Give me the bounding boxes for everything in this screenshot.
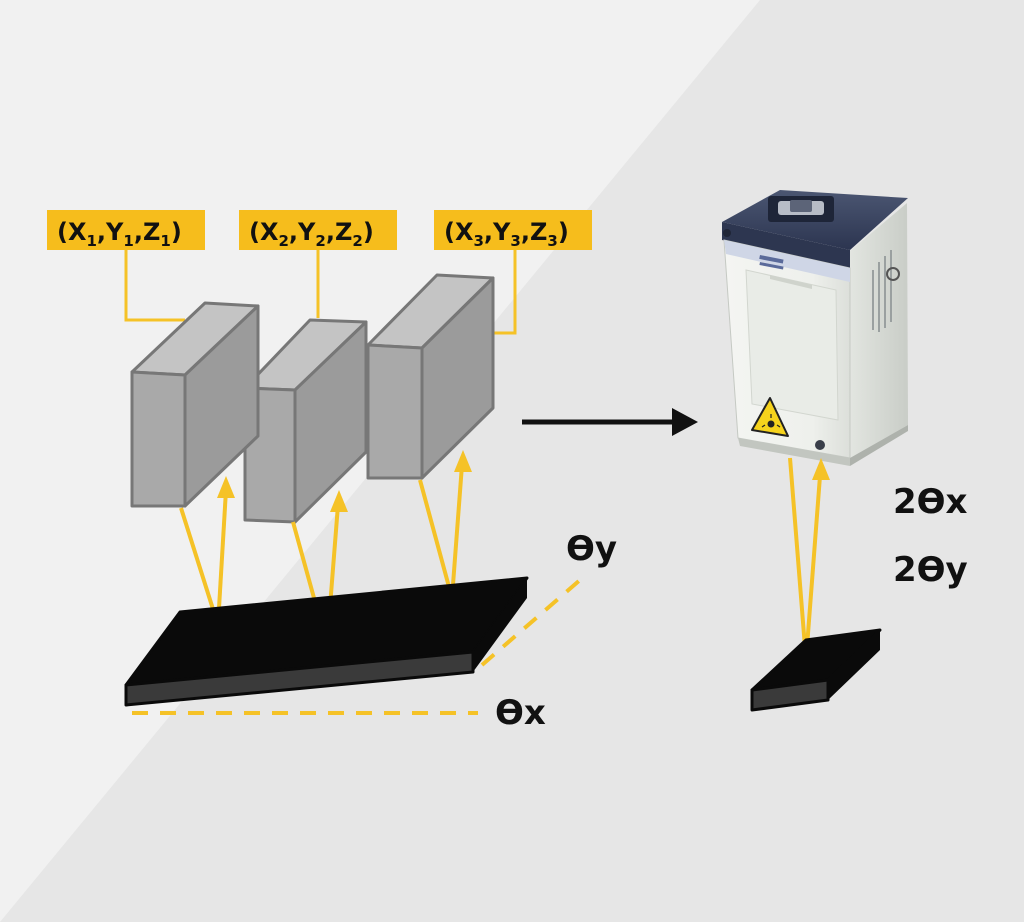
coord-label-2-open: (X xyxy=(249,218,279,246)
laser-warning-icon xyxy=(751,397,789,437)
beam-right-out xyxy=(788,457,808,661)
coord-label-2-z: ,Z xyxy=(326,218,353,246)
coord-label-3: (X3,Y3,Z3) xyxy=(434,210,592,250)
beam-1-arrowhead xyxy=(217,476,235,498)
coord-label-1-y-sub: 1 xyxy=(123,232,133,250)
sensor-block-2 xyxy=(243,318,368,524)
beam-3-out xyxy=(418,479,454,599)
beam-1-in xyxy=(216,489,228,626)
coord-label-1: (X1,Y1,Z1) xyxy=(47,210,205,250)
beam-right-arrowhead xyxy=(812,458,830,480)
coord-label-2-y-sub: 2 xyxy=(315,232,325,250)
beam-right-in xyxy=(804,475,822,661)
leader-line-1 xyxy=(124,250,185,322)
coord-label-2-close: ) xyxy=(363,218,374,246)
beam-3-arrowhead xyxy=(454,450,472,472)
transition-arrow xyxy=(522,408,698,436)
beam-3-in xyxy=(450,464,464,599)
laser-beams-right xyxy=(788,457,830,661)
coord-label-2-x-sub: 2 xyxy=(278,232,288,250)
label-leader-lines xyxy=(124,250,517,335)
coord-label-3-close: ) xyxy=(558,218,569,246)
leader-line-3 xyxy=(494,250,517,335)
coord-label-3-open: (X xyxy=(444,218,474,246)
sensor-block-1 xyxy=(130,301,260,508)
coord-label-1-open: (X xyxy=(57,218,87,246)
beam-2-arrowhead xyxy=(330,490,348,512)
coord-label-1-z-sub: 1 xyxy=(160,232,170,250)
coord-label-1-y: ,Y xyxy=(97,218,124,246)
coord-label-3-z-sub: 3 xyxy=(547,232,557,250)
theta-y-dashed-line xyxy=(480,578,582,667)
coord-label-1-close: ) xyxy=(171,218,182,246)
coord-label-1-z: ,Z xyxy=(134,218,161,246)
coord-label-3-y-sub: 3 xyxy=(510,232,520,250)
coord-label-1-x-sub: 1 xyxy=(86,232,96,250)
two-theta-y-label: 2ϴy xyxy=(893,550,968,590)
angle-dashed-lines-left xyxy=(132,578,582,715)
coord-label-2-y: ,Y xyxy=(289,218,316,246)
coord-label-3-x-sub: 3 xyxy=(473,232,483,250)
svg-text:(X1,Y1,Z1): (X1,Y1,Z1) xyxy=(57,218,182,250)
svg-text:(X3,Y3,Z3): (X3,Y3,Z3) xyxy=(444,218,569,250)
theta-x-label: ϴx xyxy=(495,693,546,733)
svg-text:(X2,Y2,Z2): (X2,Y2,Z2) xyxy=(249,218,374,250)
coord-label-2-z-sub: 2 xyxy=(352,232,362,250)
theta-y-label: ϴy xyxy=(566,529,617,569)
coord-label-3-y: ,Y xyxy=(484,218,511,246)
target-plate-small xyxy=(750,628,882,712)
laser-sensor-device-icon xyxy=(722,190,908,466)
target-plate-large xyxy=(124,576,529,707)
sensor-block-3 xyxy=(366,273,495,480)
coord-label-3-z: ,Z xyxy=(521,218,548,246)
coord-label-2: (X2,Y2,Z2) xyxy=(239,210,397,250)
two-theta-x-label: 2ϴx xyxy=(893,482,968,522)
beam-1-out xyxy=(179,507,220,626)
